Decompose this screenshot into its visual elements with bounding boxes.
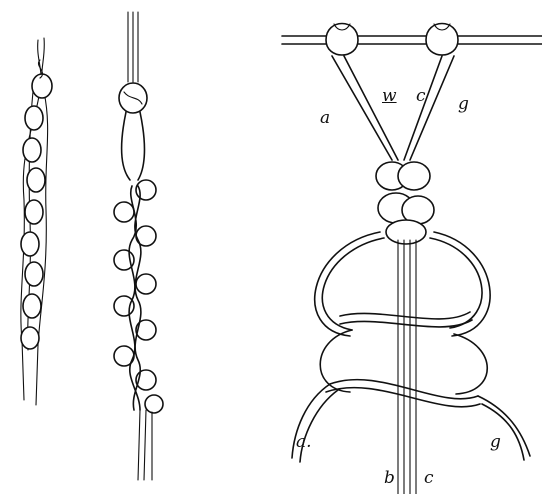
label-c-top: c	[416, 88, 426, 105]
twisted-loop-sennit-drawing	[114, 12, 163, 480]
square-knot-diagram-drawing	[282, 24, 542, 495]
label-b-bottom: b	[384, 470, 395, 487]
label-w-top: w	[382, 88, 397, 105]
chain-sennit-drawing	[21, 38, 52, 405]
label-g-top: g	[458, 96, 469, 113]
label-g-bottom: g	[490, 434, 501, 451]
label-a-bottom: a.	[296, 434, 312, 451]
label-a-top: a	[320, 110, 330, 127]
label-c-bottom: c	[424, 470, 434, 487]
